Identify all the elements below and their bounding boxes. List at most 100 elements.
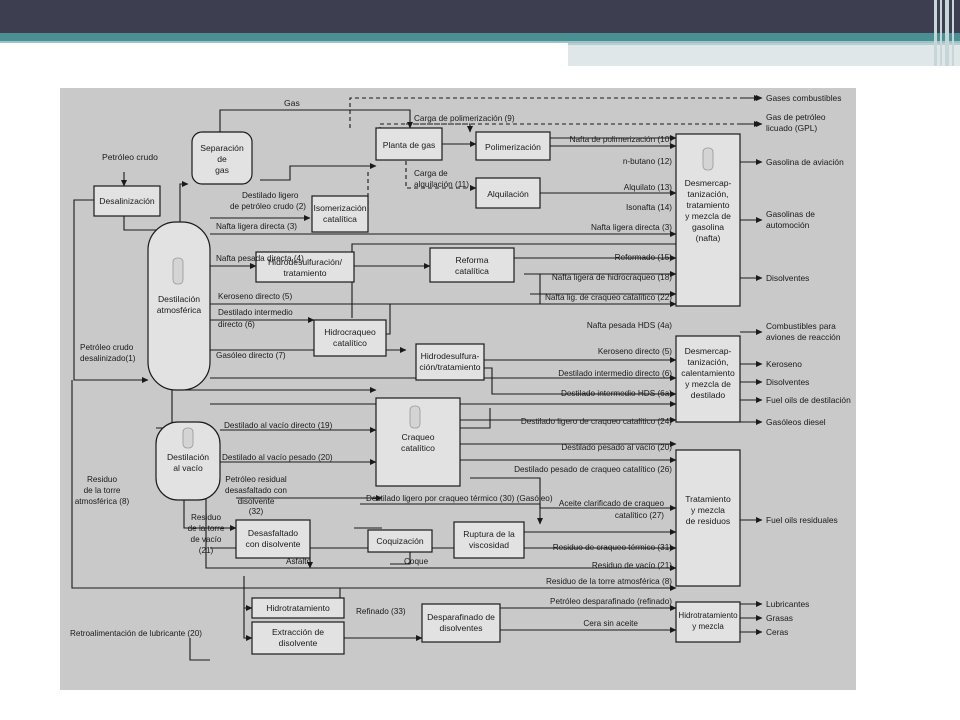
crude-label: Petróleo crudo <box>102 152 158 162</box>
visb-line2: viscosidad <box>469 540 509 550</box>
reform-line2: catalítica <box>455 266 489 276</box>
isomerization-box <box>311 195 369 233</box>
hydrotreat-label: Hidrotratamiento <box>266 603 330 613</box>
wax-label: Cera sin aceite <box>583 619 638 628</box>
atm-line1: Destilación <box>158 294 200 304</box>
vac-tower-res-line3: de vacío <box>191 535 222 544</box>
blend1-line2: tanización, <box>687 189 728 199</box>
cc-light-naphtha-label: Nafta lig. de craqueo catalítico (22) <box>545 293 672 302</box>
extract-line2: disolvente <box>279 638 318 648</box>
blend1-line3: tratamiento <box>687 200 730 210</box>
blend3-line3: de residuos <box>686 516 730 526</box>
vac-light-label: Destilado al vacío directo (19) <box>224 421 333 430</box>
hds-heavy-naphtha-label: Nafta pesada HDS (4a) <box>587 321 672 330</box>
hds-treatment-box <box>415 343 485 381</box>
column-icon <box>172 257 184 285</box>
kerosene-r-label: Keroseno directo (5) <box>598 347 672 356</box>
blend3-line2: y mezcla <box>691 505 725 515</box>
out-lpg-line1: Gas de petróleo <box>766 112 826 122</box>
atm-line2: atmosférica <box>157 305 202 315</box>
blend2-line4: y mezcla de <box>685 379 731 389</box>
out-jet-line1: Combustibles para <box>766 321 836 331</box>
crude-desalted-line2: desalinizado(1) <box>80 354 136 363</box>
lube-blending-box <box>675 601 741 643</box>
extract-line1: Extracción de <box>272 627 324 637</box>
kerosene-direct-label: Keroseno directo (5) <box>218 292 292 301</box>
mid-direct-r-label: Destilado intermedio directo (6) <box>558 369 672 378</box>
vac-line2: al vacío <box>173 463 203 473</box>
out-lpg-line2: licuado (GPL) <box>766 123 817 133</box>
poly-naphtha-label: Nafta de polimerización (10) <box>570 135 673 144</box>
out-fuel-oils: Fuel oils de destilación <box>766 395 851 405</box>
clarified-oil-line2: catalítico (27) <box>615 511 664 520</box>
hds-box <box>255 251 355 283</box>
blend1-line5: gasolina <box>692 222 724 232</box>
gas-label: Gas <box>284 98 300 108</box>
alkylation-box <box>475 177 541 209</box>
out-avgas: Gasolina de aviación <box>766 157 844 167</box>
header-tab <box>568 43 960 66</box>
atm-res-line2: de la torre <box>84 486 121 495</box>
deasphalted-line2: desasfaltado con <box>225 486 287 495</box>
distillate-blending-box <box>675 335 741 423</box>
dewaxing-box <box>421 603 501 643</box>
poly-label: Polimerización <box>485 142 541 152</box>
hcrack-line1: Hidrocraqueo <box>324 327 376 337</box>
refinery-flow-diagram: Gas Petróleo crudo Desalinización Separa… <box>60 88 856 690</box>
blend1-line1: Desmercap- <box>685 178 732 188</box>
hcrack-line2: catalítico <box>333 338 367 348</box>
cc-light-dist-label: Destilado ligero de craqueo catalítico (… <box>521 417 672 426</box>
alky-label: Alquilación <box>487 189 529 199</box>
isonaphtha-label: Isonafta (14) <box>626 203 672 212</box>
accent-stripe-light <box>0 41 960 43</box>
gas-plant-box <box>375 127 443 161</box>
reform-line1: Reforma <box>456 255 489 265</box>
lub-feedback-label: Retroalimentación de lubricante (20) <box>70 629 202 638</box>
clarified-oil-line1: Aceite clarificado de craqueo <box>559 499 665 508</box>
title-bar <box>0 0 960 33</box>
coking-box <box>367 529 433 553</box>
column-icon <box>409 405 421 429</box>
isom-line2: catalítica <box>323 214 357 224</box>
hc-light-naphtha-label: Nafta ligera de hidrocraqueo (18) <box>552 273 672 282</box>
out-greases: Grasas <box>766 613 793 623</box>
polymerization-box <box>475 131 551 161</box>
asphalt-label: Asfalto <box>286 557 311 566</box>
dewax-line1: Desparafinado de <box>427 612 495 622</box>
atm-res-r-label: Residuo de la torre atmosférica (8) <box>546 577 672 586</box>
deasphalting-box <box>235 519 311 559</box>
out-autogas-line1: Gasolinas de <box>766 209 815 219</box>
out-residual: Fuel oils residuales <box>766 515 838 525</box>
refined-label: Refinado (33) <box>356 607 406 616</box>
gas-separation-box <box>191 131 253 185</box>
out-diesel: Gasóleos diesel <box>766 417 826 427</box>
out-solvents2: Disolventes <box>766 377 809 387</box>
out-autogas-line2: automoción <box>766 220 810 230</box>
gas-plant-label: Planta de gas <box>383 140 436 150</box>
residue-blending-box <box>675 449 741 587</box>
out-solvents1: Disolventes <box>766 273 809 283</box>
hydrocracker-box <box>313 319 387 357</box>
mid-distillate-line1: Destilado intermedio <box>218 308 293 317</box>
hydrotreating-box <box>251 597 345 619</box>
blend1-line6: (nafta) <box>696 233 721 243</box>
dewaxed-oil-label: Petróleo desparafinado (refinado) <box>550 597 672 606</box>
fcc-line2: catalítico <box>401 443 435 453</box>
blend4-line2: y mezcla <box>692 622 724 631</box>
gas-sep-line2: de <box>217 154 227 164</box>
coking-label: Coquización <box>376 536 424 546</box>
hds-line2: tratamiento <box>284 268 327 278</box>
thermal-light-label: Destilado ligero por craqueo térmico (30… <box>366 494 553 503</box>
column-icon <box>182 427 194 449</box>
visbreaking-box <box>453 521 525 559</box>
vac-heavy-r-label: Destilado pesado al vacío (20) <box>561 443 672 452</box>
column-icons <box>172 147 714 449</box>
blend2-line1: Desmercap- <box>685 346 732 356</box>
hdsbox-line2: ción/tratamiento <box>419 362 480 372</box>
thermal-res-label: Residuo de craqueo térmico (31) <box>553 543 673 552</box>
mid-hds-label: Destilado intermedio HDS (6a) <box>561 389 672 398</box>
isom-line1: Isomerización <box>313 203 366 213</box>
out-jet-line2: aviones de reacción <box>766 332 841 342</box>
blend1-line4: y mezcla de <box>685 211 731 221</box>
coke-label: Coque <box>404 557 429 566</box>
